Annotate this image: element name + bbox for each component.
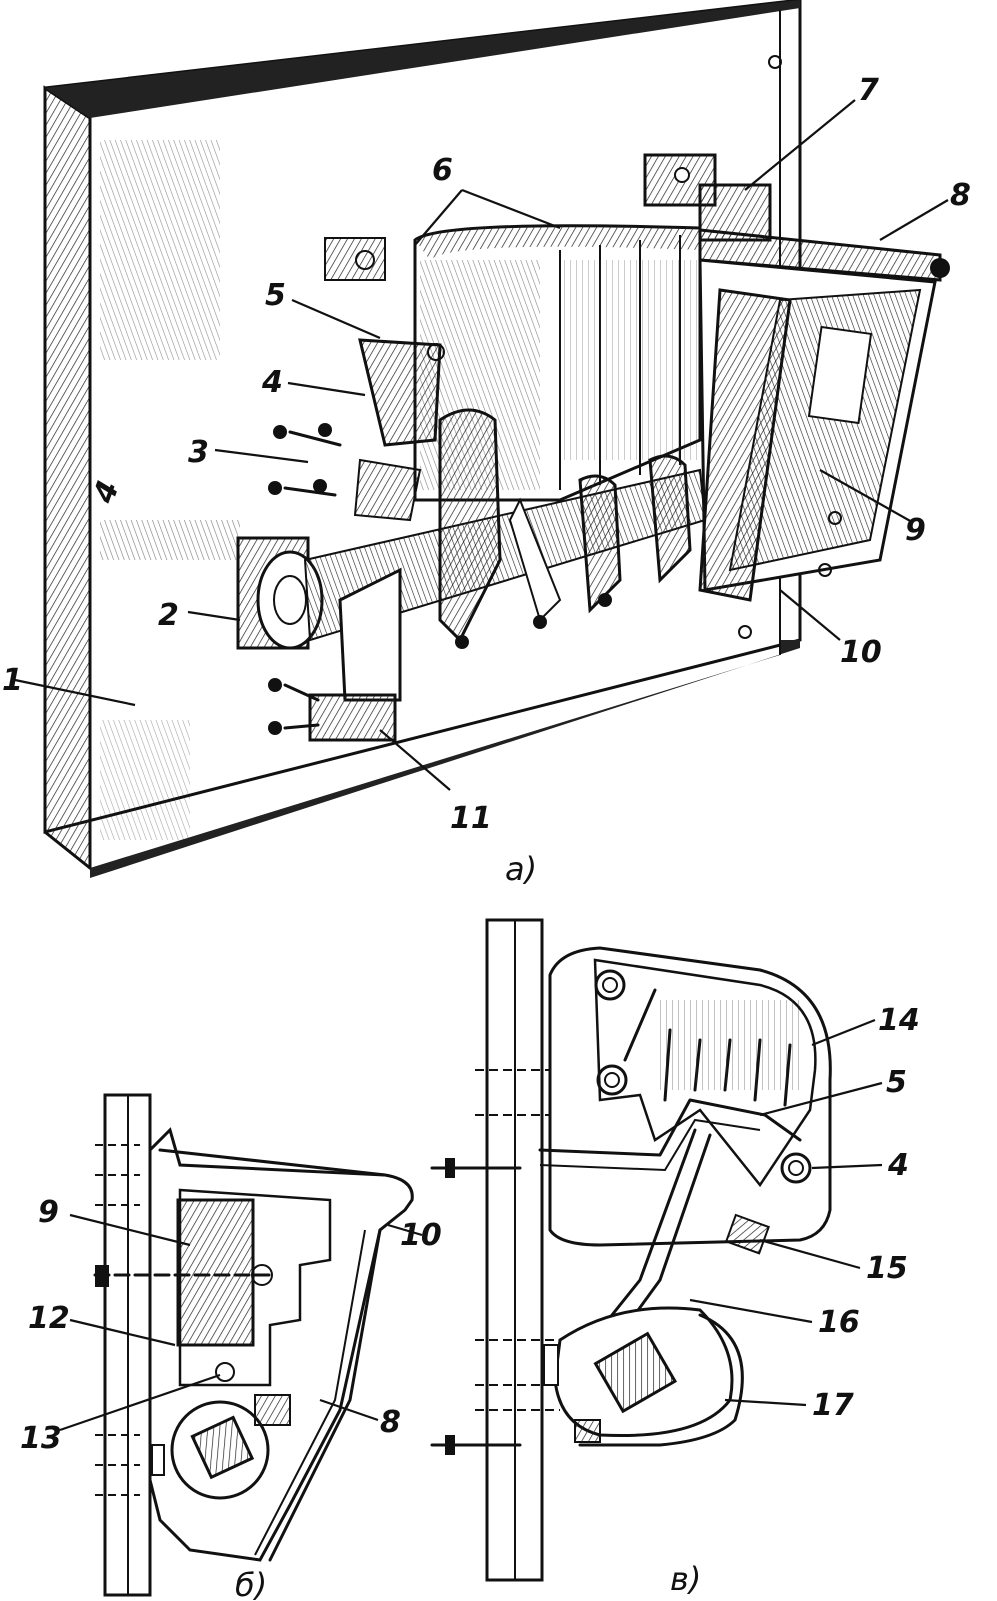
- shaft-drive: [236, 408, 707, 702]
- left-contacts: [268, 237, 445, 522]
- label-a-9: 9: [905, 513, 926, 548]
- label-c-4: 4: [887, 1148, 909, 1183]
- label-a-3: 3: [188, 435, 209, 470]
- label-a-8: 8: [950, 178, 971, 213]
- label-a-6: 6: [432, 153, 453, 188]
- label-a-7: 7: [858, 73, 879, 108]
- view-b-leaders: [59, 1213, 423, 1432]
- view-a: 1 2 3 4 5 6 7 8 9 10 11 a): [2, 0, 971, 888]
- label-a-1: 1: [2, 663, 23, 698]
- label-a-11: 11: [450, 801, 492, 836]
- label-b-13: 13: [20, 1421, 62, 1456]
- bottom-terminal: [268, 678, 397, 742]
- label-a-10: 10: [840, 635, 882, 670]
- caption-c: в): [670, 1560, 701, 1598]
- label-b-8: 8: [380, 1405, 401, 1440]
- label-c-16: 16: [818, 1305, 860, 1340]
- view-a-labels: 1 2 3 4 5 6 7 8 9 10 11: [2, 73, 971, 836]
- caption-a: a): [505, 850, 537, 888]
- label-a-2: 2: [158, 598, 179, 633]
- view-b-housing: [93, 1127, 414, 1562]
- label-c-15: 15: [866, 1251, 908, 1286]
- view-a-leaders: [14, 99, 949, 791]
- view-b-labels: 9 10 12 13 8: [20, 1195, 442, 1456]
- view-b: 9 10 12 13 8 б): [20, 1093, 442, 1601]
- label-a-4: 4: [261, 365, 283, 400]
- view-c-labels: 14 5 4 15 16 17: [812, 1003, 920, 1423]
- view-c: 14 5 4 15 16 17 в): [430, 918, 920, 1598]
- label-b-12: 12: [28, 1301, 70, 1336]
- label-c-5: 5: [886, 1065, 907, 1100]
- view-c-wall: [430, 918, 560, 1582]
- label-b-10: 10: [400, 1218, 442, 1253]
- caption-b: б): [235, 1566, 267, 1601]
- label-a-5: 5: [265, 278, 286, 313]
- label-b-9: 9: [38, 1195, 59, 1230]
- view-c-chute: [538, 946, 832, 1447]
- label-c-14: 14: [878, 1003, 920, 1038]
- view-c-leaders: [689, 1018, 883, 1407]
- label-c-17: 17: [812, 1388, 854, 1423]
- view-b-wall: [95, 1093, 152, 1597]
